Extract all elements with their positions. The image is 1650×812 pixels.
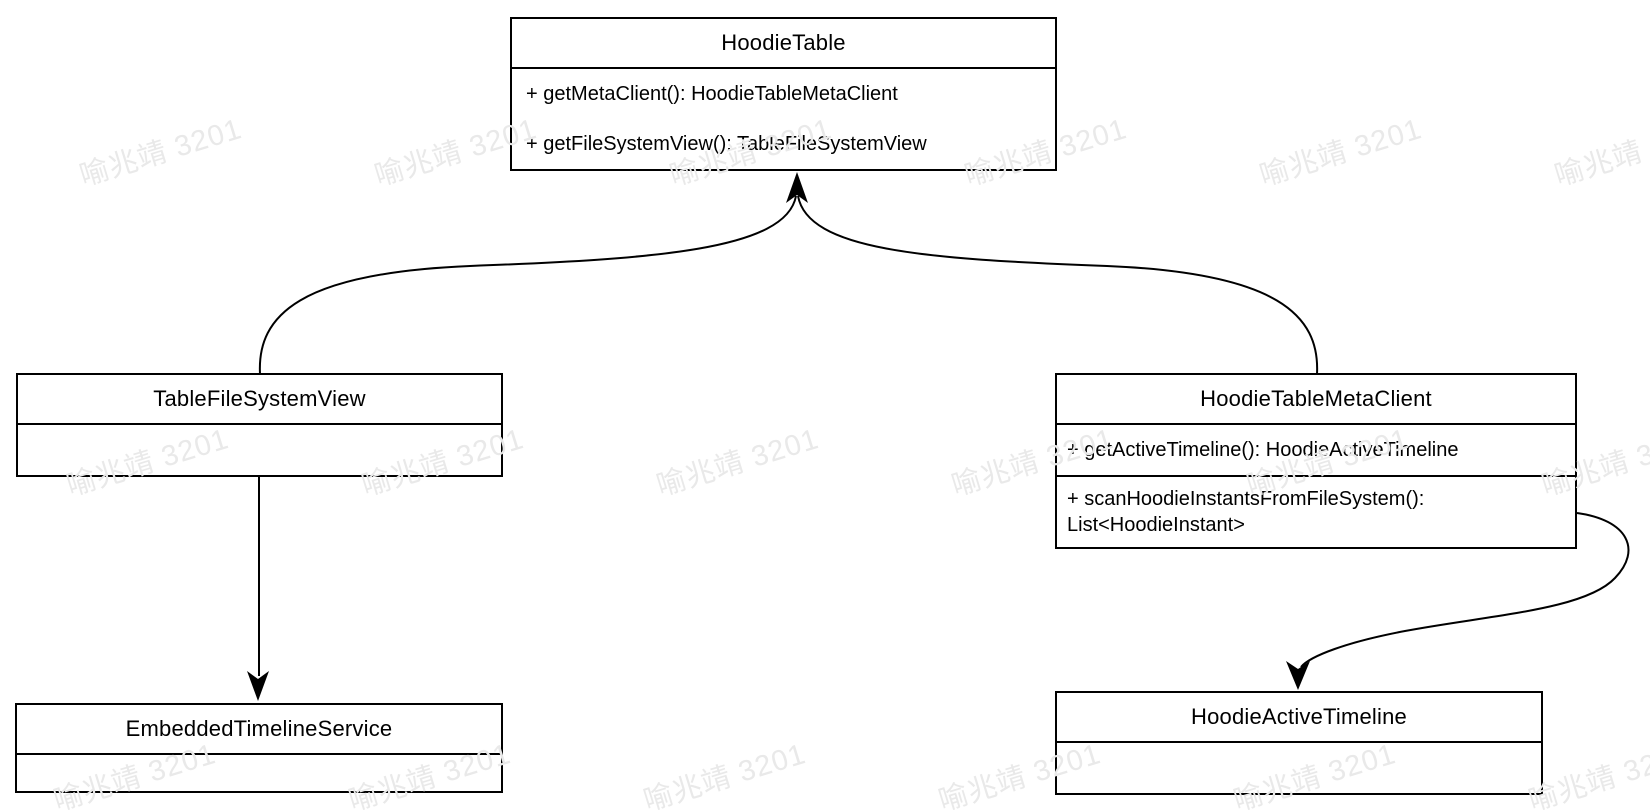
class-empty-section — [1057, 741, 1541, 793]
class-empty-section — [18, 423, 501, 475]
arrowhead-down-icon — [247, 671, 269, 701]
method-label: + scanHoodieInstantsFromFileSystem(): Li… — [1067, 488, 1425, 536]
arrowhead-up-icon — [786, 172, 808, 203]
class-title: HoodieTableMetaClient — [1200, 386, 1432, 411]
class-title: EmbeddedTimelineService — [125, 716, 393, 741]
class-box-hoodie-table-meta-client: HoodieTableMetaClient + getActiveTimelin… — [1055, 373, 1577, 549]
class-title: TableFileSystemView — [153, 386, 366, 411]
watermark-text: 喻兆靖 3201 — [1551, 113, 1650, 193]
edge-hoodietablemetaclient-to-hoodietable — [797, 195, 1319, 375]
class-empty-section — [17, 753, 501, 791]
watermark-text: 喻兆靖 3201 — [1256, 113, 1426, 193]
watermark-text: 喻兆靖 3201 — [76, 113, 246, 193]
class-box-hoodie-table: HoodieTable + getMetaClient(): HoodieTab… — [510, 17, 1057, 171]
edge-tablefilesystemview-to-hoodietable — [258, 195, 797, 375]
class-title: HoodieActiveTimeline — [1191, 704, 1407, 729]
arrowhead-down-icon — [1286, 661, 1310, 690]
class-title: HoodieTable — [721, 30, 846, 55]
class-methods-section: + scanHoodieInstantsFromFileSystem(): Li… — [1057, 475, 1575, 547]
class-methods-section: + getActiveTimeline(): HoodieActiveTimel… — [1057, 423, 1575, 475]
class-box-embedded-timeline-service: EmbeddedTimelineService — [15, 703, 503, 793]
class-box-hoodie-active-timeline: HoodieActiveTimeline — [1055, 691, 1543, 795]
class-methods-section: + getMetaClient(): HoodieTableMetaClient… — [512, 67, 1055, 169]
method-label: + getActiveTimeline(): HoodieActiveTimel… — [1067, 438, 1459, 461]
method-label: + getFileSystemView(): TableFileSystemVi… — [526, 132, 927, 155]
method-label: + getMetaClient(): HoodieTableMetaClient — [526, 82, 898, 105]
watermark-text: 喻兆靖 3201 — [653, 423, 823, 503]
class-box-table-file-system-view: TableFileSystemView — [16, 373, 503, 477]
watermark-text: 喻兆靖 3201 — [640, 738, 810, 812]
